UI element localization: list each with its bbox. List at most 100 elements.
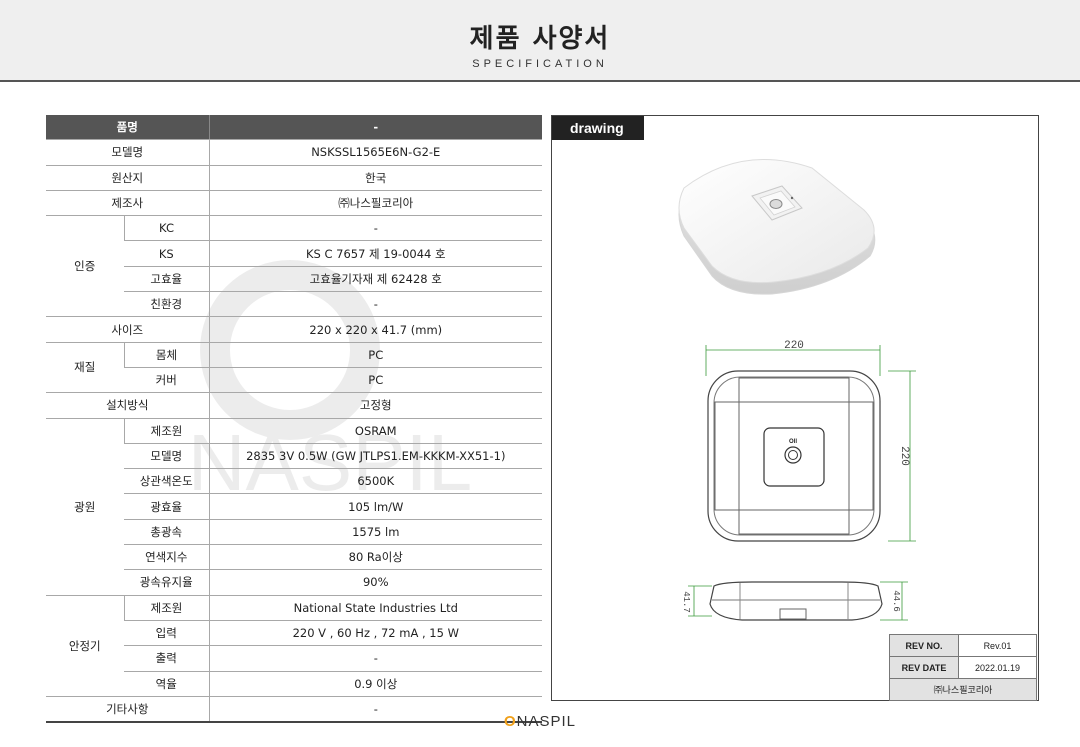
rev-date-value: 2022.01.19	[958, 656, 1037, 679]
spec-label: 상관색온도	[124, 468, 210, 495]
spec-label: 친환경	[124, 291, 210, 318]
revision-block: REV NO. Rev.01 REV DATE 2022.01.19 ㈜나스필코…	[889, 634, 1037, 701]
spec-label: 제조원	[123, 418, 210, 444]
spec-label: 역율	[124, 671, 210, 697]
dim-right-label: 44.6	[891, 590, 901, 612]
table-row: 인증 KC -	[46, 215, 543, 318]
spec-value: -	[208, 115, 543, 141]
rev-company: ㈜나스필코리아	[889, 678, 1037, 701]
spec-value: NSKSSL1565E6N-G2-E	[208, 139, 543, 166]
dim-height-label: 220	[898, 446, 910, 466]
sensor-label: Oll	[789, 439, 797, 445]
rev-no-value: Rev.01	[958, 634, 1037, 657]
spec-value: -	[208, 215, 543, 242]
page-header: 제품 사양서 SPECIFICATION	[0, 0, 1080, 82]
table-row: 커버 PC	[46, 367, 543, 394]
table-row: 설치방식 고정형	[46, 392, 543, 419]
table-row: 광효율 105 lm/W	[46, 493, 543, 520]
spec-value: 105 lm/W	[208, 493, 543, 520]
spec-label: 기타사항	[46, 696, 210, 724]
spec-label: 제조원	[123, 595, 210, 621]
spec-value: KS C 7657 제 19-0044 호	[208, 240, 543, 267]
table-row: REV DATE 2022.01.19	[889, 656, 1037, 679]
spec-value: 고효율기자재 제 62428 호	[208, 266, 543, 293]
table-row: 고효율 고효율기자재 제 62428 호	[46, 266, 543, 293]
table-row: 원산지 한국	[46, 165, 543, 191]
table-row: 사이즈 220 x 220 x 41.7 (mm)	[46, 316, 543, 343]
table-row: 안정기 제조원 National State Industries Ltd	[46, 595, 543, 697]
table-row: REV NO. Rev.01	[889, 634, 1037, 657]
table-row: 제조사 ㈜나스필코리아	[46, 190, 543, 217]
table-row: 모델명 NSKSSL1565E6N-G2-E	[46, 139, 543, 166]
spec-value: -	[208, 645, 543, 672]
table-row: 광속유지율 90%	[46, 569, 543, 596]
spec-label: 연색지수	[124, 544, 210, 571]
spec-value: 80 Ra이상	[208, 544, 543, 571]
spec-group-label: 광원	[46, 418, 124, 596]
table-row: 역율 0.9 이상	[46, 671, 543, 697]
spec-label: 몸체	[123, 342, 210, 368]
spec-group-label: 재질	[46, 342, 124, 394]
spec-value: 220 V , 60 Hz , 72 mA , 15 W	[208, 620, 543, 647]
spec-group-label: 인증	[46, 215, 124, 318]
page-title: 제품 사양서	[469, 24, 611, 54]
table-row: 출력 -	[46, 645, 543, 672]
table-row: 모델명 2835 3V 0.5W (GW JTLPS1.EM-KKKM-XX51…	[46, 443, 543, 470]
table-row: 연색지수 80 Ra이상	[46, 544, 543, 571]
spec-label: 고효율	[124, 266, 210, 293]
spec-label: 광속유지율	[124, 569, 210, 596]
spec-value: 90%	[208, 569, 543, 596]
spec-value: PC	[208, 367, 543, 394]
spec-value: National State Industries Ltd	[208, 595, 543, 621]
spec-label: 품명	[46, 115, 210, 141]
spec-label: 출력	[124, 645, 210, 672]
spec-value: -	[208, 696, 543, 724]
logo-mark-icon: O	[503, 713, 517, 730]
spec-label: 설치방식	[46, 392, 210, 419]
spec-label: KS	[124, 240, 210, 267]
table-row: 재질 몸체 PC	[46, 342, 543, 394]
spec-value: -	[208, 291, 543, 318]
drawing-tag: drawing	[552, 116, 644, 140]
drawing-panel: drawing	[551, 115, 1039, 701]
spec-value: 6500K	[208, 468, 543, 495]
spec-label: 커버	[124, 367, 210, 394]
spec-label: KC	[123, 215, 210, 242]
dim-width-label: 220	[784, 340, 804, 352]
drawing-canvas: 220 220 Oll 41.7 44.6	[678, 159, 916, 621]
spec-label: 제조사	[46, 190, 210, 217]
table-row: 입력 220 V , 60 Hz , 72 mA , 15 W	[46, 620, 543, 647]
spec-value: ㈜나스필코리아	[208, 190, 543, 217]
top-view-drawing	[705, 345, 916, 542]
table-row: 기타사항 -	[46, 696, 543, 724]
logo-text: NASPIL	[516, 713, 577, 730]
spec-table: 품명 - 모델명 NSKSSL1565E6N-G2-E 원산지 한국 제조사 ㈜…	[46, 115, 543, 724]
spec-group-label: 안정기	[46, 595, 124, 697]
rev-date-label: REV DATE	[889, 656, 959, 679]
spec-value: 한국	[208, 165, 543, 191]
spec-label: 모델명	[46, 139, 210, 166]
table-row: ㈜나스필코리아	[889, 678, 1037, 701]
spec-value: PC	[208, 342, 543, 368]
spec-label: 광효율	[124, 493, 210, 520]
spec-label: 원산지	[46, 165, 210, 191]
spec-value: 2835 3V 0.5W (GW JTLPS1.EM-KKKM-XX51-1)	[208, 443, 543, 470]
table-row: 친환경 -	[46, 291, 543, 318]
table-row: 광원 제조원 OSRAM	[46, 418, 543, 596]
table-row: 품명 -	[46, 115, 543, 141]
spec-value: OSRAM	[208, 418, 543, 444]
table-row: 총광속 1575 lm	[46, 519, 543, 546]
spec-label: 입력	[124, 620, 210, 647]
spec-value: 고정형	[208, 392, 543, 419]
spec-value: 0.9 이상	[208, 671, 543, 697]
spec-label: 사이즈	[46, 316, 210, 343]
page-subtitle: SPECIFICATION	[472, 58, 608, 70]
dim-left-label: 41.7	[681, 591, 691, 613]
product-render	[678, 159, 876, 295]
spec-value: 1575 lm	[208, 519, 543, 546]
rev-no-label: REV NO.	[889, 634, 959, 657]
table-row: 상관색온도 6500K	[46, 468, 543, 495]
spec-value: 220 x 220 x 41.7 (mm)	[208, 316, 543, 343]
table-row: KS KS C 7657 제 19-0044 호	[46, 240, 543, 267]
footer-logo: ONASPIL	[0, 713, 1080, 730]
